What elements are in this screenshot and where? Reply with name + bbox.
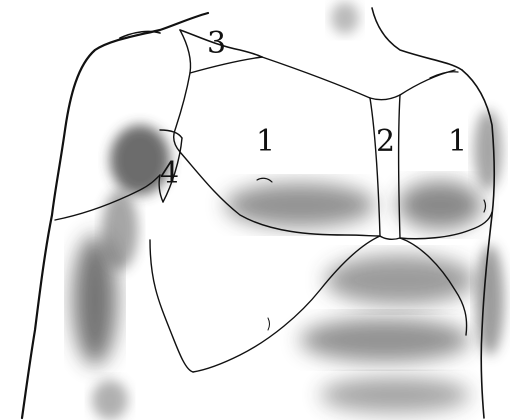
shading	[73, 2, 504, 420]
label-armpit-region: 4	[160, 159, 179, 189]
label-clavicle-region: 3	[207, 29, 226, 59]
label-pectoralis-left: 1	[256, 127, 275, 157]
label-pectoralis-right: 1	[448, 127, 467, 157]
label-sternum: 2	[376, 127, 395, 157]
